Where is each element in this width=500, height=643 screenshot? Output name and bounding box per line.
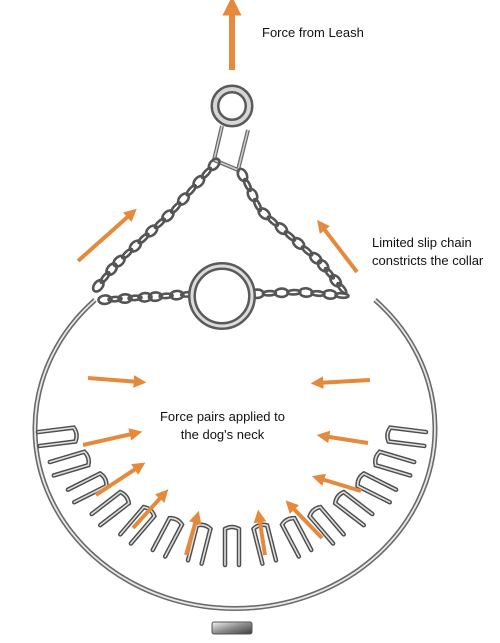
chain-link (128, 239, 143, 253)
force-pairs-label-line2: the dog's neck (180, 427, 265, 442)
force-from-leash-label: Force from Leash (262, 25, 364, 40)
chain-link (246, 187, 259, 203)
slip-chain-label: Limited slip chain constricts the collar (372, 234, 483, 270)
chain-link (153, 217, 167, 230)
prong-link-icon (47, 449, 91, 478)
collar-band-highlight (34, 299, 436, 610)
force-arrow-right-1-icon (310, 376, 371, 390)
prong-link-icon (279, 515, 314, 559)
chain-link (107, 295, 123, 303)
chain-link (252, 197, 263, 213)
chain-link (105, 262, 119, 277)
prong-link-icon (355, 470, 399, 505)
chain-link (97, 294, 113, 306)
prong-link-icon (35, 425, 79, 449)
force-arrow-right-5-icon (253, 509, 267, 556)
prong-link-icon (373, 449, 417, 478)
prong-link-icon (332, 489, 375, 528)
chain-link (334, 291, 350, 300)
left-upper-chain (91, 157, 221, 293)
force-arrow-left-3-icon (94, 462, 146, 497)
chain-link (99, 270, 111, 285)
prong-link-icon (385, 425, 429, 449)
chain-link (323, 266, 336, 280)
prong-link-icon (222, 524, 242, 568)
prong-link-icon (150, 515, 185, 559)
chain-link (283, 230, 297, 242)
slip-chain-label-line1: Limited slip chain (372, 235, 472, 250)
chain-link (242, 177, 253, 193)
chain-link (137, 232, 150, 245)
chain-link (120, 247, 134, 260)
chain-link (137, 291, 153, 303)
force-arrow-right-3-icon (311, 473, 362, 493)
chain-link (144, 224, 159, 238)
left-lower-chain (97, 289, 196, 306)
force-arrow-left-5-icon (184, 510, 202, 556)
prong-link-icon (307, 504, 346, 546)
force-arrow-left-2-icon (82, 428, 143, 447)
force-arrow-right-2-icon (316, 430, 369, 445)
prong-link-icon (65, 470, 109, 505)
right-upper-chain (236, 167, 348, 295)
chain-link (200, 166, 213, 180)
prong-link-icon (89, 489, 132, 528)
chain-link (169, 201, 182, 215)
force-arrow-left-4-icon (131, 489, 169, 530)
chain-link (329, 273, 343, 288)
prong-link-icon (185, 522, 213, 567)
chain-link (316, 258, 330, 273)
center-o-ring-icon (188, 262, 256, 330)
chain-link (300, 244, 314, 257)
chain-link (236, 167, 249, 183)
slip-arrow-right-icon (317, 219, 359, 274)
prong-links (32, 298, 438, 635)
chain-link (147, 291, 164, 303)
chain-link (308, 251, 323, 265)
chain-link (112, 254, 126, 268)
clasp-link (211, 125, 250, 173)
chain-link (158, 292, 174, 300)
force-arrows (76, 0, 371, 556)
force-arrow-left-1-icon (87, 375, 147, 388)
chain-link (161, 209, 175, 223)
chain-link (91, 278, 105, 293)
collar-clasp-plate (211, 621, 253, 635)
chain-link (127, 294, 143, 302)
chain-link (257, 207, 272, 221)
slip-chain-icon (91, 157, 350, 306)
chain-link (274, 221, 289, 236)
right-lower-chain (249, 286, 350, 301)
chain-link (185, 183, 198, 197)
top-o-ring-icon (210, 84, 254, 128)
chain-link (117, 292, 133, 305)
force-pairs-label: Force pairs applied to the dog's neck (135, 408, 310, 444)
slip-chain-label-line2: constricts the collar (372, 253, 484, 268)
force-pairs-label-line1: Force pairs applied to (159, 409, 285, 424)
chain-link (169, 289, 185, 301)
slip-arrow-left-icon (76, 208, 137, 263)
force-arrow-right-4-icon (285, 500, 324, 540)
chain-link (291, 236, 306, 251)
chain-link (266, 215, 280, 228)
